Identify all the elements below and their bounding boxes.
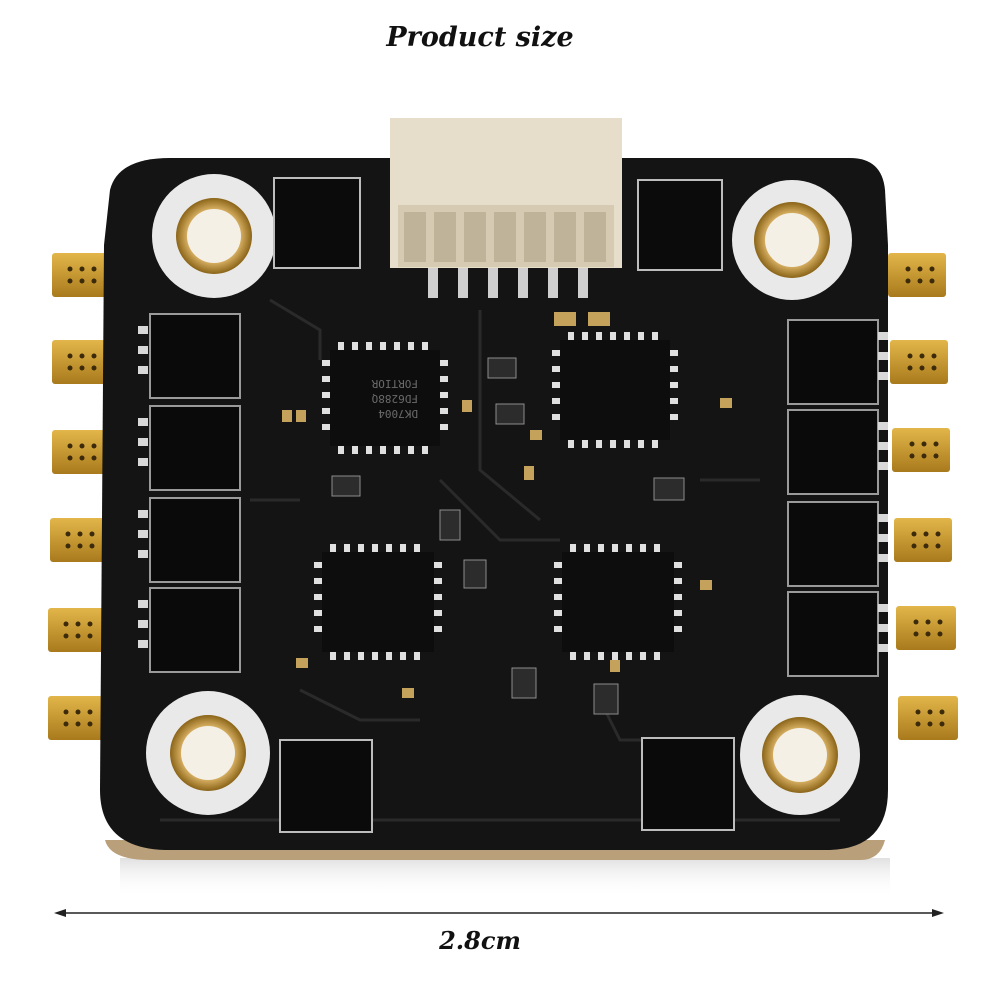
dimension-line: [54, 909, 944, 917]
chip-marking-1: FORTIOR: [371, 377, 418, 390]
pad-holes: [63, 266, 945, 727]
chip-markings: FORTIOR FD6288Q DK7004: [371, 377, 418, 420]
bottom-mosfets: [279, 737, 735, 833]
left-solder-pads: [48, 253, 112, 740]
top-mosfets: [273, 177, 723, 271]
right-mosfets: [787, 319, 879, 677]
driver-ics: [314, 332, 682, 660]
mosfet-pins: [138, 326, 888, 652]
pcb-body: [100, 158, 888, 850]
board-reflection: [120, 858, 890, 898]
top-connector: [390, 118, 622, 298]
dimension-label: 2.8cm: [439, 926, 521, 955]
left-mosfets: [149, 313, 241, 673]
smd-components: [331, 357, 685, 715]
right-solder-pads: [888, 253, 958, 740]
chip-marking-2: FD6288Q: [372, 392, 418, 405]
smd-terminals: [282, 312, 732, 698]
page-title: Product size: [386, 22, 574, 53]
chip-marking-3: DK7004: [378, 407, 418, 420]
mounting-holes: [146, 174, 860, 815]
